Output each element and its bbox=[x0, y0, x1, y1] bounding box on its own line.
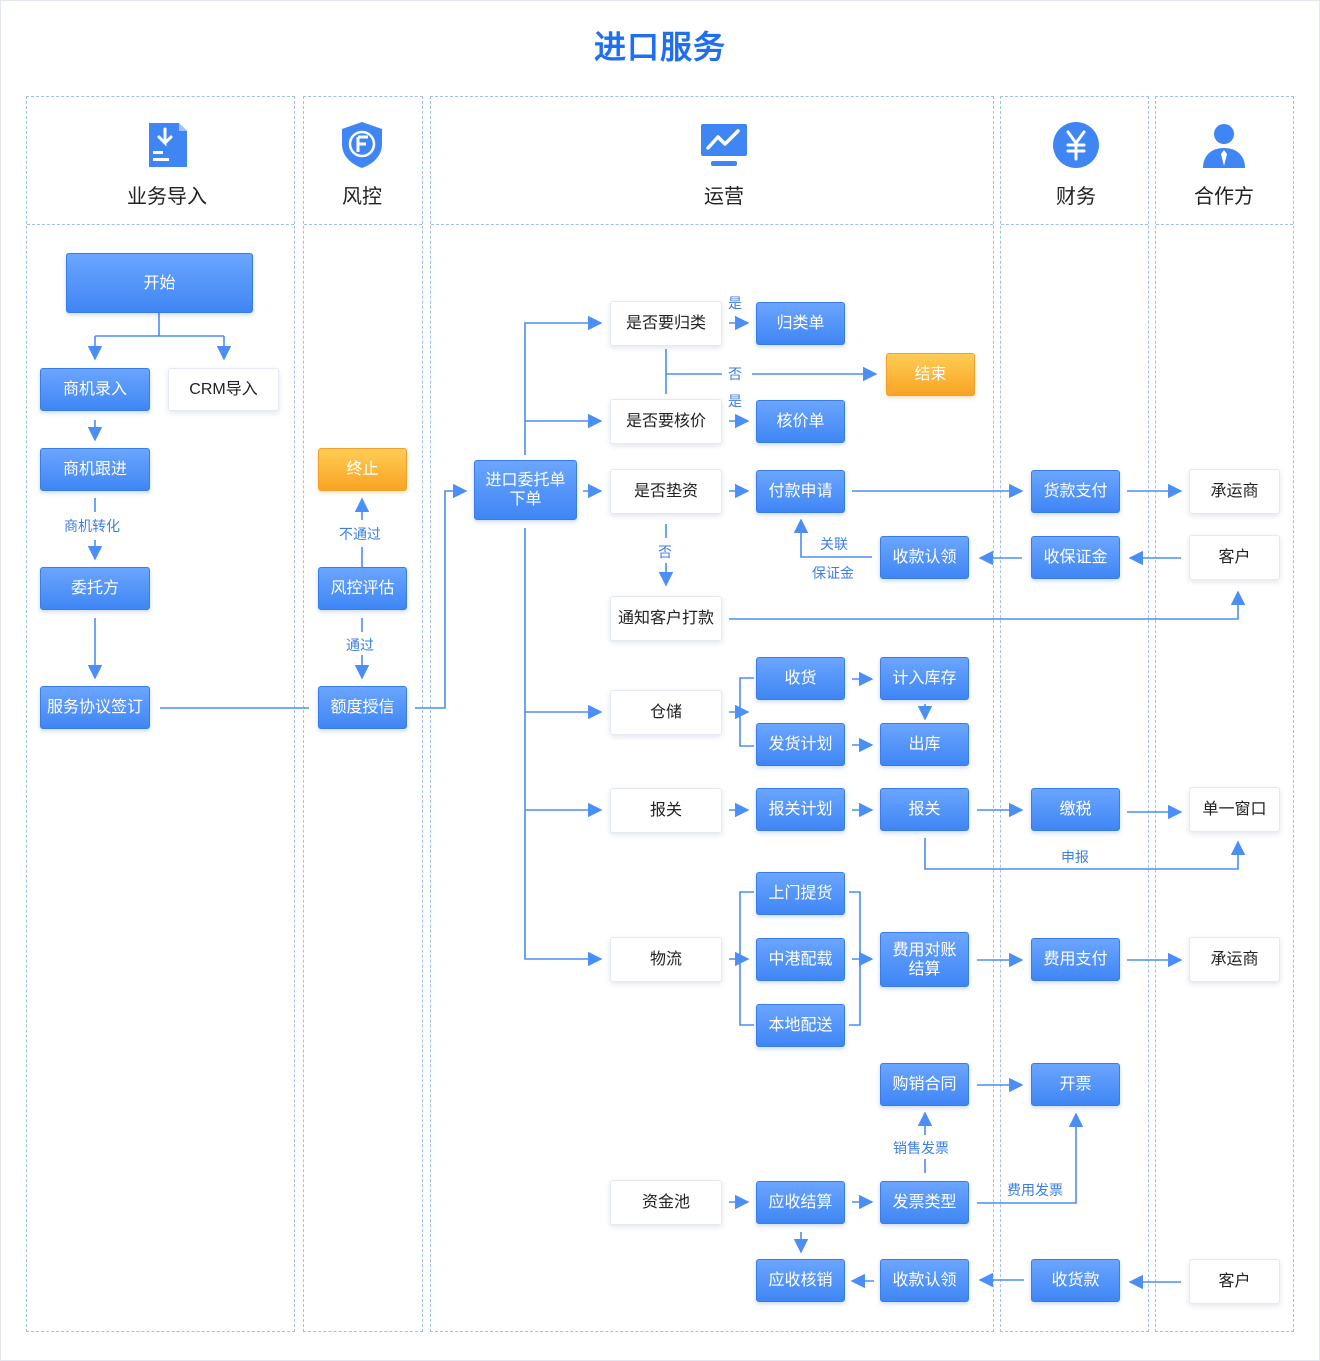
node-lead-follow[interactable]: 商机跟进 bbox=[40, 448, 150, 491]
edge-label-declare: 申报 bbox=[1059, 847, 1091, 867]
node-order[interactable]: 进口委托单下单 bbox=[474, 460, 577, 520]
node-fund-pool[interactable]: 资金池 bbox=[610, 1180, 722, 1225]
edge-label-not-pass: 不通过 bbox=[337, 524, 383, 544]
node-local-delivery[interactable]: 本地配送 bbox=[756, 1004, 845, 1047]
node-customs-plan[interactable]: 报关计划 bbox=[756, 788, 845, 831]
edge-label-yes-price: 是 bbox=[726, 391, 744, 411]
edge-label-fee-invoice: 费用发票 bbox=[1005, 1180, 1065, 1200]
shield-f-icon bbox=[342, 122, 382, 168]
edge-label-lead-convert: 商机转化 bbox=[62, 516, 122, 536]
node-receipt-claim-1[interactable]: 收款认领 bbox=[880, 536, 969, 579]
node-fee-settle[interactable]: 费用对账结算 bbox=[880, 932, 969, 987]
node-start[interactable]: 开始 bbox=[66, 253, 253, 313]
node-customs[interactable]: 报关 bbox=[610, 788, 722, 833]
node-advance[interactable]: 是否垫资 bbox=[610, 469, 722, 514]
node-fee-pay[interactable]: 费用支付 bbox=[1031, 938, 1120, 981]
lane-business-import bbox=[26, 96, 295, 1332]
node-notify[interactable]: 通知客户打款 bbox=[610, 596, 722, 641]
node-lead-entry[interactable]: 商机录入 bbox=[40, 368, 150, 411]
node-price-doc[interactable]: 核价单 bbox=[756, 400, 845, 443]
node-receipt-claim-2[interactable]: 收款认领 bbox=[880, 1259, 969, 1302]
page-title: 进口服务 bbox=[593, 29, 726, 65]
node-ar-settle[interactable]: 应收结算 bbox=[756, 1181, 845, 1224]
node-customs-declare[interactable]: 报关 bbox=[880, 788, 969, 831]
node-deposit[interactable]: 收保证金 bbox=[1031, 536, 1120, 579]
node-terminate[interactable]: 终止 bbox=[318, 448, 407, 491]
user-icon bbox=[1203, 124, 1245, 168]
node-invoice-type[interactable]: 发票类型 bbox=[880, 1181, 969, 1224]
lane-header-business-import: 业务导入 bbox=[127, 186, 207, 208]
node-tax[interactable]: 缴税 bbox=[1031, 788, 1120, 831]
lane-partner bbox=[1155, 96, 1294, 1332]
node-risk-eval[interactable]: 风控评估 bbox=[318, 567, 407, 610]
node-customer-2[interactable]: 客户 bbox=[1189, 1259, 1280, 1304]
node-receive[interactable]: 收货 bbox=[756, 657, 845, 700]
edge-label-sales-invoice: 销售发票 bbox=[891, 1138, 951, 1158]
node-logistics[interactable]: 物流 bbox=[610, 937, 722, 982]
node-hk-delivery[interactable]: 中港配载 bbox=[756, 938, 845, 981]
node-ar-writeoff[interactable]: 应收核销 bbox=[756, 1259, 845, 1302]
node-stock-out[interactable]: 出库 bbox=[880, 723, 969, 766]
lane-header-operations: 运营 bbox=[704, 186, 744, 208]
node-need-price[interactable]: 是否要核价 bbox=[610, 399, 722, 444]
node-pay-request[interactable]: 付款申请 bbox=[756, 470, 845, 513]
edge-label-deposit: 保证金 bbox=[810, 563, 856, 583]
node-classify-doc[interactable]: 归类单 bbox=[756, 302, 845, 345]
lane-header-finance: 财务 bbox=[1056, 186, 1096, 208]
node-single-window[interactable]: 单一窗口 bbox=[1189, 787, 1280, 832]
node-contract[interactable]: 购销合同 bbox=[880, 1063, 969, 1106]
lane-operations bbox=[430, 96, 994, 1332]
edge-label-link: 关联 bbox=[818, 534, 850, 554]
node-carrier-1[interactable]: 承运商 bbox=[1189, 469, 1280, 514]
node-ship-plan[interactable]: 发货计划 bbox=[756, 723, 845, 766]
edge-label-pass: 通过 bbox=[344, 635, 376, 655]
node-end[interactable]: 结束 bbox=[886, 353, 975, 396]
lane-finance bbox=[1000, 96, 1149, 1332]
node-carrier-2[interactable]: 承运商 bbox=[1189, 937, 1280, 982]
lane-header-partner: 合作方 bbox=[1194, 186, 1254, 208]
lane-risk-control bbox=[303, 96, 423, 1332]
node-credit[interactable]: 额度授信 bbox=[318, 686, 407, 729]
import-document-icon bbox=[149, 123, 187, 167]
node-customer-1[interactable]: 客户 bbox=[1189, 535, 1280, 580]
trend-chart-icon bbox=[701, 124, 747, 166]
node-stock-in[interactable]: 计入库存 bbox=[880, 657, 969, 700]
node-agreement[interactable]: 服务协议签订 bbox=[40, 686, 150, 729]
lane-header-risk-control: 风控 bbox=[342, 186, 382, 208]
node-crm-import[interactable]: CRM导入 bbox=[168, 368, 279, 411]
node-invoice[interactable]: 开票 bbox=[1031, 1063, 1120, 1106]
edge-label-no-advance: 否 bbox=[656, 542, 674, 562]
edge-label-no-end: 否 bbox=[726, 364, 744, 384]
node-client[interactable]: 委托方 bbox=[40, 567, 150, 610]
node-goods-pay[interactable]: 货款支付 bbox=[1031, 470, 1120, 513]
node-pickup[interactable]: 上门提货 bbox=[756, 872, 845, 915]
yuan-coin-icon bbox=[1053, 122, 1099, 168]
edge-label-yes-classify: 是 bbox=[726, 293, 744, 313]
node-warehouse[interactable]: 仓储 bbox=[610, 690, 722, 735]
node-collect[interactable]: 收货款 bbox=[1031, 1259, 1120, 1302]
node-need-classify[interactable]: 是否要归类 bbox=[610, 301, 722, 346]
